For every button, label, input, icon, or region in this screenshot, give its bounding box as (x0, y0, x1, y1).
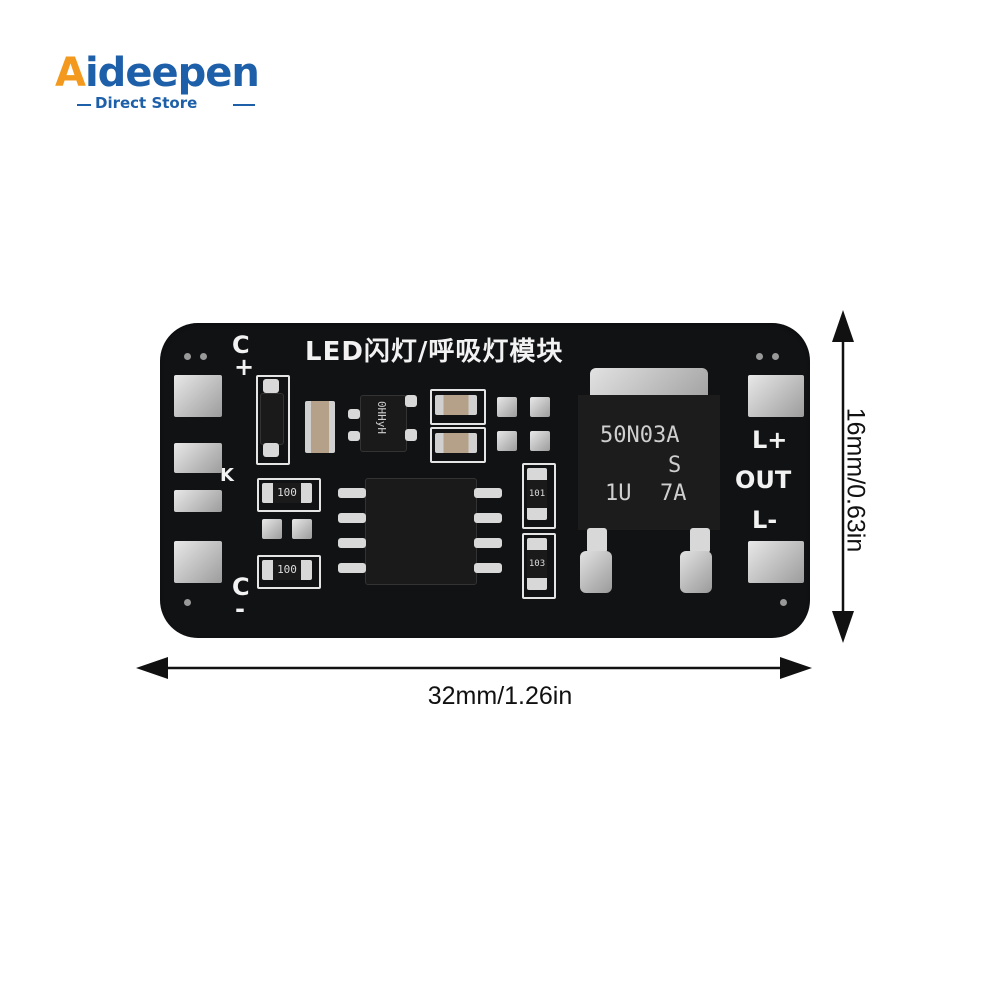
brand-wordmark: Aideepen (55, 50, 260, 96)
sot-pin (348, 409, 360, 419)
pad-l-plus (748, 375, 804, 417)
pad-c-plus (174, 375, 222, 417)
mosfet-marking-1u: 1U (605, 481, 632, 506)
label-l-plus: L+ (752, 426, 788, 454)
capacitor (435, 395, 477, 415)
diode-outline (256, 375, 290, 465)
ic-pin (474, 488, 502, 498)
diode-pin (263, 443, 279, 457)
label-c-top: C (232, 331, 250, 359)
capacitor (435, 433, 477, 453)
brand-logo: Aideepen Direct Store (55, 50, 285, 120)
logo-line-right (233, 104, 255, 106)
diode-body (260, 393, 284, 445)
ic-pin (338, 538, 366, 548)
soic-8-chip (365, 478, 477, 585)
test-pad (530, 431, 550, 451)
capacitor (305, 401, 335, 453)
via (200, 353, 207, 360)
via (780, 599, 787, 606)
mosfet-marking-s: S (668, 453, 682, 478)
resistor-marking: 103 (527, 550, 547, 578)
test-pad (497, 431, 517, 451)
resistor-outline (257, 478, 321, 512)
height-arrow-bottom-head (832, 611, 854, 643)
width-dimension-label: 32mm/1.26in (427, 682, 573, 710)
sot-pin (405, 429, 417, 441)
ic-pin (474, 513, 502, 523)
height-dimension-label: 16mm/0.63in (841, 407, 870, 553)
via (772, 353, 779, 360)
ic-pin (338, 563, 366, 573)
silkscreen-title: LED闪灯/呼吸灯模块 (305, 337, 564, 367)
mosfet-marking: 50N03A (600, 423, 680, 448)
pad-c-minus (174, 541, 222, 583)
ic-pin (474, 563, 502, 573)
resistor-outline (257, 555, 321, 589)
via (756, 353, 763, 360)
mosfet-leg (587, 528, 607, 553)
cap-outline (430, 427, 486, 463)
mosfet-pad (580, 551, 612, 593)
label-c-bottom: C (232, 573, 250, 601)
mosfet-marking-7a: 7A (660, 481, 687, 506)
label-l-minus: L- (752, 506, 778, 534)
test-pad (530, 397, 550, 417)
width-arrow-right-head (780, 657, 812, 679)
logo-line-left (77, 104, 91, 106)
label-plus: + (234, 353, 255, 381)
ic-pin (474, 538, 502, 548)
ic-pin (338, 488, 366, 498)
mosfet-leg (690, 528, 710, 553)
label-k: K (220, 465, 234, 486)
brand-tagline: Direct Store (95, 94, 198, 112)
resistor-marking: 100 (273, 483, 301, 503)
resistor-marking: 101 (527, 480, 547, 508)
width-arrow-left-head (136, 657, 168, 679)
diode-pin (263, 379, 279, 393)
mosfet-body (578, 395, 720, 530)
cap-outline (430, 389, 486, 425)
height-arrow-top-head (832, 310, 854, 342)
pad-k1 (174, 443, 222, 473)
resistor-marking: 100 (273, 560, 301, 580)
pad-l-minus (748, 541, 804, 583)
ic-pin (338, 513, 366, 523)
via (184, 353, 191, 360)
sot-pin (405, 395, 417, 407)
led-module-board: LED闪灯/呼吸灯模块 C + K C - L+ OUT L- 0HHyH 10 (160, 323, 810, 638)
sot-chip (360, 395, 407, 452)
mosfet-pad (680, 551, 712, 593)
test-pad (262, 519, 282, 539)
label-minus: - (235, 595, 245, 623)
pad-k2 (174, 490, 222, 512)
resistor-outline (522, 463, 556, 529)
resistor-outline (522, 533, 556, 599)
label-out: OUT (735, 466, 792, 494)
sot-chip-marking: 0HHyH (375, 400, 389, 435)
sot-pin (348, 431, 360, 441)
test-pad (292, 519, 312, 539)
via (184, 599, 191, 606)
test-pad (497, 397, 517, 417)
